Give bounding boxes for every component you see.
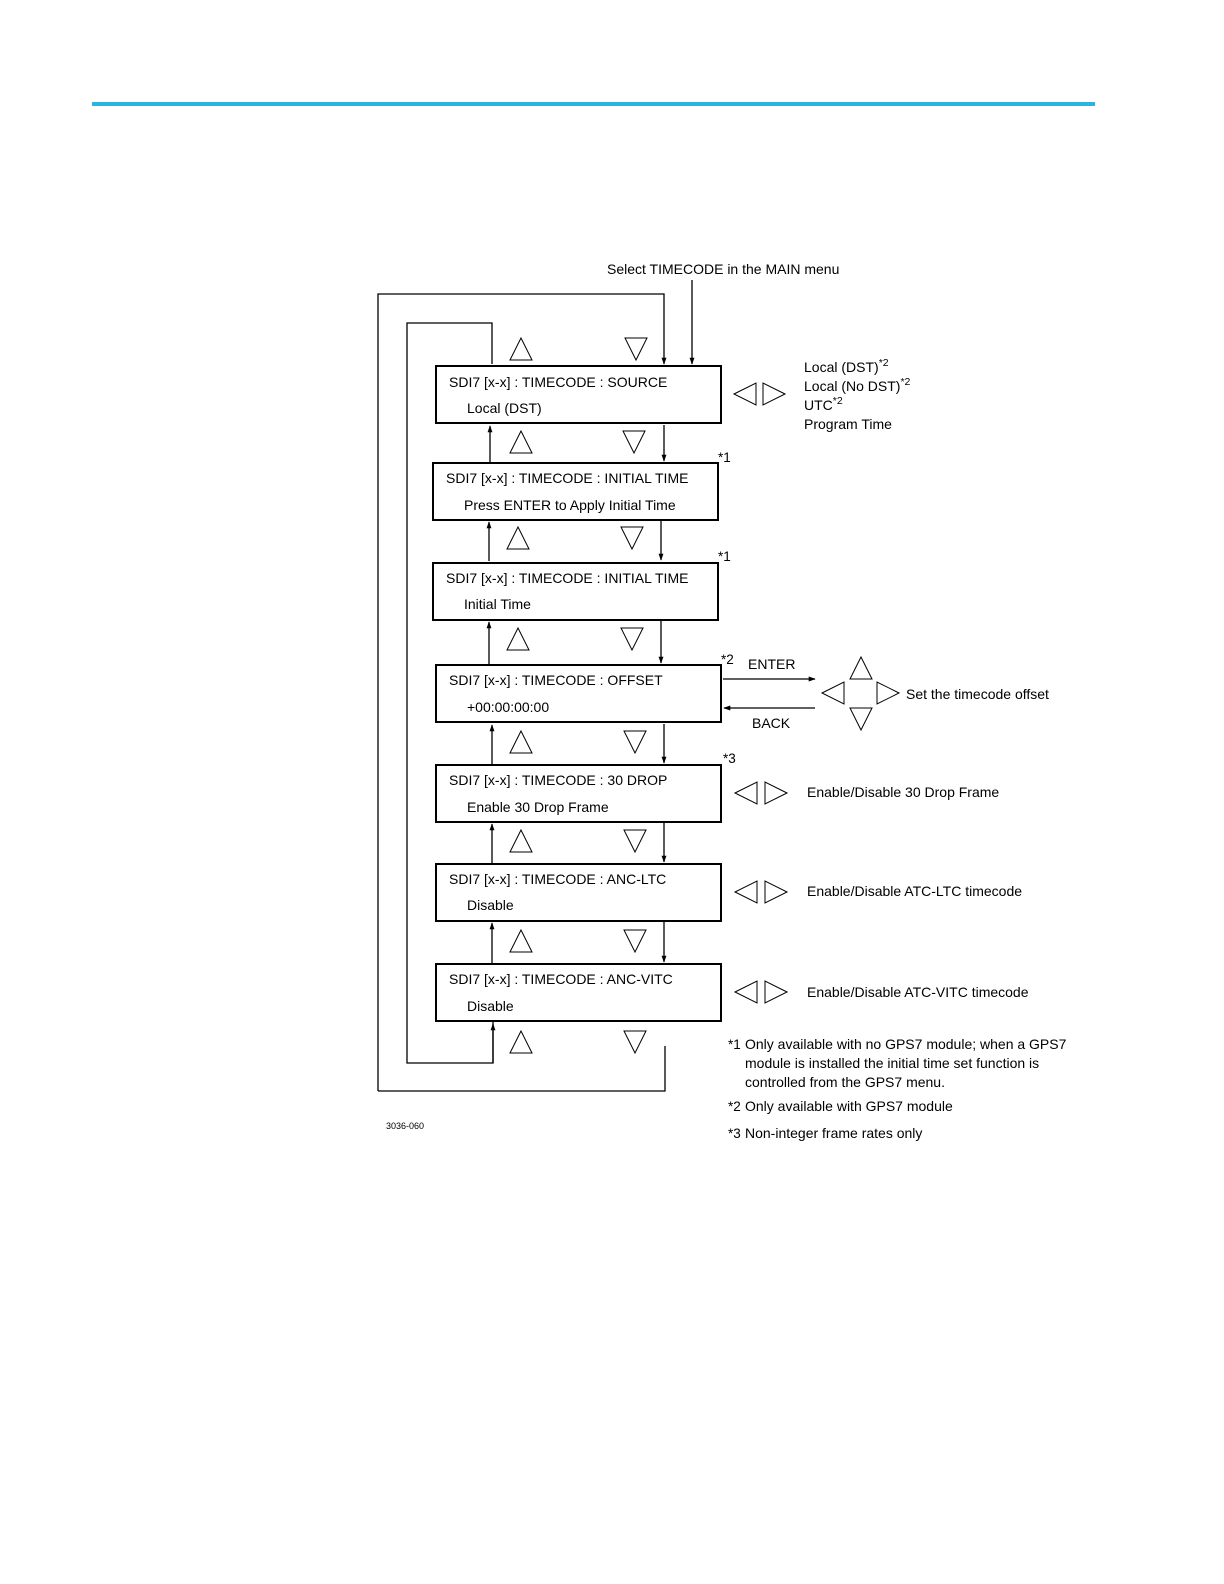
menu-value: Local (DST) bbox=[467, 400, 542, 416]
source-options: Local (DST)*2 Local (No DST)*2 UTC*2 Pro… bbox=[732, 357, 911, 432]
menu-anc-ltc: SDI7 [x-x] : TIMECODE : ANC-LTC Disable bbox=[435, 863, 722, 922]
up-triangle-icon bbox=[509, 336, 533, 361]
left-triangle-icon bbox=[733, 781, 758, 805]
down-triangle-icon bbox=[622, 430, 646, 455]
footnote-1-line-3: controlled from the GPS7 menu. bbox=[745, 1074, 945, 1090]
footnote-1-line-1: Only available with no GPS7 module; when… bbox=[745, 1036, 1067, 1052]
down-triangle-icon bbox=[624, 337, 648, 362]
menu-value: Enable 30 Drop Frame bbox=[467, 799, 609, 815]
left-triangle-icon bbox=[820, 681, 845, 705]
menu-source: SDI7 [x-x] : TIMECODE : SOURCE Local (DS… bbox=[435, 365, 722, 424]
nav-triangles bbox=[506, 336, 648, 1055]
menu-title: SDI7 [x-x] : TIMECODE : 30 DROP bbox=[449, 772, 667, 788]
enter-label: ENTER bbox=[748, 656, 795, 672]
right-triangle-icon bbox=[876, 681, 901, 705]
right-triangle-icon bbox=[762, 382, 787, 406]
down-triangle-icon bbox=[620, 526, 644, 551]
down-triangle-icon bbox=[623, 1030, 647, 1055]
option-program-time: Program Time bbox=[804, 416, 892, 432]
entry-label: Select TIMECODE in the MAIN menu bbox=[607, 261, 839, 277]
ltc-description-group: Enable/Disable ATC-LTC timecode bbox=[733, 880, 1022, 904]
footnote-3-mark: *3 bbox=[728, 1126, 741, 1141]
menu-value: Disable bbox=[467, 897, 514, 913]
menu-offset: SDI7 [x-x] : TIMECODE : OFFSET +00:00:00… bbox=[435, 652, 734, 723]
down-triangle-icon bbox=[623, 829, 647, 854]
left-triangle-icon bbox=[733, 980, 758, 1004]
down-triangle-icon bbox=[849, 707, 873, 732]
menu-30-drop: SDI7 [x-x] : TIMECODE : 30 DROP Enable 3… bbox=[435, 751, 736, 823]
down-triangle-icon bbox=[623, 929, 647, 954]
up-triangle-icon bbox=[509, 429, 533, 454]
vitc-description: Enable/Disable ATC-VITC timecode bbox=[807, 984, 1029, 1000]
option-utc: UTC*2 bbox=[804, 395, 843, 413]
right-triangle-icon bbox=[764, 980, 789, 1004]
up-triangle-icon bbox=[509, 1029, 533, 1054]
down-triangle-icon bbox=[620, 627, 644, 652]
menu-initial-time-value: SDI7 [x-x] : TIMECODE : INITIAL TIME Ini… bbox=[432, 549, 731, 621]
down-triangle-icon bbox=[623, 730, 647, 755]
drop-description-group: Enable/Disable 30 Drop Frame bbox=[733, 781, 999, 805]
footnote-3-text: Non-integer frame rates only bbox=[745, 1125, 922, 1141]
right-triangle-icon bbox=[764, 880, 789, 904]
menu-initial-time-apply: SDI7 [x-x] : TIMECODE : INITIAL TIME Pre… bbox=[432, 450, 731, 521]
menu-value: Initial Time bbox=[464, 596, 531, 612]
footnotes: *1 Only available with no GPS7 module; w… bbox=[728, 1036, 1067, 1141]
up-triangle-icon bbox=[509, 828, 533, 853]
up-triangle-icon bbox=[506, 626, 530, 651]
footnote-2-text: Only available with GPS7 module bbox=[745, 1098, 953, 1114]
connectors bbox=[486, 425, 667, 963]
up-triangle-icon bbox=[849, 655, 873, 680]
menu-value: Press ENTER to Apply Initial Time bbox=[464, 497, 676, 513]
footnote-1-mark: *1 bbox=[728, 1037, 741, 1052]
left-triangle-icon bbox=[733, 880, 758, 904]
menu-title: SDI7 [x-x] : TIMECODE : SOURCE bbox=[449, 374, 667, 390]
menu-value: +00:00:00:00 bbox=[467, 699, 549, 715]
figure-number: 3036-060 bbox=[386, 1121, 424, 1131]
menu-anc-vitc: SDI7 [x-x] : TIMECODE : ANC-VITC Disable bbox=[435, 963, 722, 1022]
back-label: BACK bbox=[752, 715, 791, 731]
offset-submenu: ENTER BACK Set the timecode offset bbox=[723, 655, 1049, 732]
loop-lines bbox=[377, 280, 695, 1092]
right-triangle-icon bbox=[764, 781, 789, 805]
menu-title: SDI7 [x-x] : TIMECODE : ANC-VITC bbox=[449, 971, 673, 987]
menu-title: SDI7 [x-x] : TIMECODE : ANC-LTC bbox=[449, 871, 666, 887]
menu-title: SDI7 [x-x] : TIMECODE : INITIAL TIME bbox=[446, 470, 688, 486]
menu-value: Disable bbox=[467, 998, 514, 1014]
up-triangle-icon bbox=[509, 729, 533, 754]
footnote-1-line-2: module is installed the initial time set… bbox=[745, 1055, 1039, 1071]
left-triangle-icon bbox=[732, 382, 757, 406]
footnote-2-mark: *2 bbox=[728, 1099, 741, 1114]
up-triangle-icon bbox=[506, 525, 530, 550]
footnote-marker: *1 bbox=[718, 549, 731, 564]
menu-title: SDI7 [x-x] : TIMECODE : OFFSET bbox=[449, 672, 663, 688]
drop-description: Enable/Disable 30 Drop Frame bbox=[807, 784, 999, 800]
vitc-description-group: Enable/Disable ATC-VITC timecode bbox=[733, 980, 1029, 1004]
offset-description: Set the timecode offset bbox=[906, 686, 1049, 702]
footnote-marker: *3 bbox=[723, 751, 736, 766]
footnote-marker: *2 bbox=[721, 652, 734, 667]
option-local-dst: Local (DST)*2 bbox=[804, 357, 889, 375]
header-rule bbox=[92, 102, 1095, 106]
ltc-description: Enable/Disable ATC-LTC timecode bbox=[807, 883, 1022, 899]
menu-title: SDI7 [x-x] : TIMECODE : INITIAL TIME bbox=[446, 570, 688, 586]
footnote-marker: *1 bbox=[718, 450, 731, 465]
up-triangle-icon bbox=[509, 928, 533, 953]
option-local-no-dst: Local (No DST)*2 bbox=[804, 376, 911, 394]
